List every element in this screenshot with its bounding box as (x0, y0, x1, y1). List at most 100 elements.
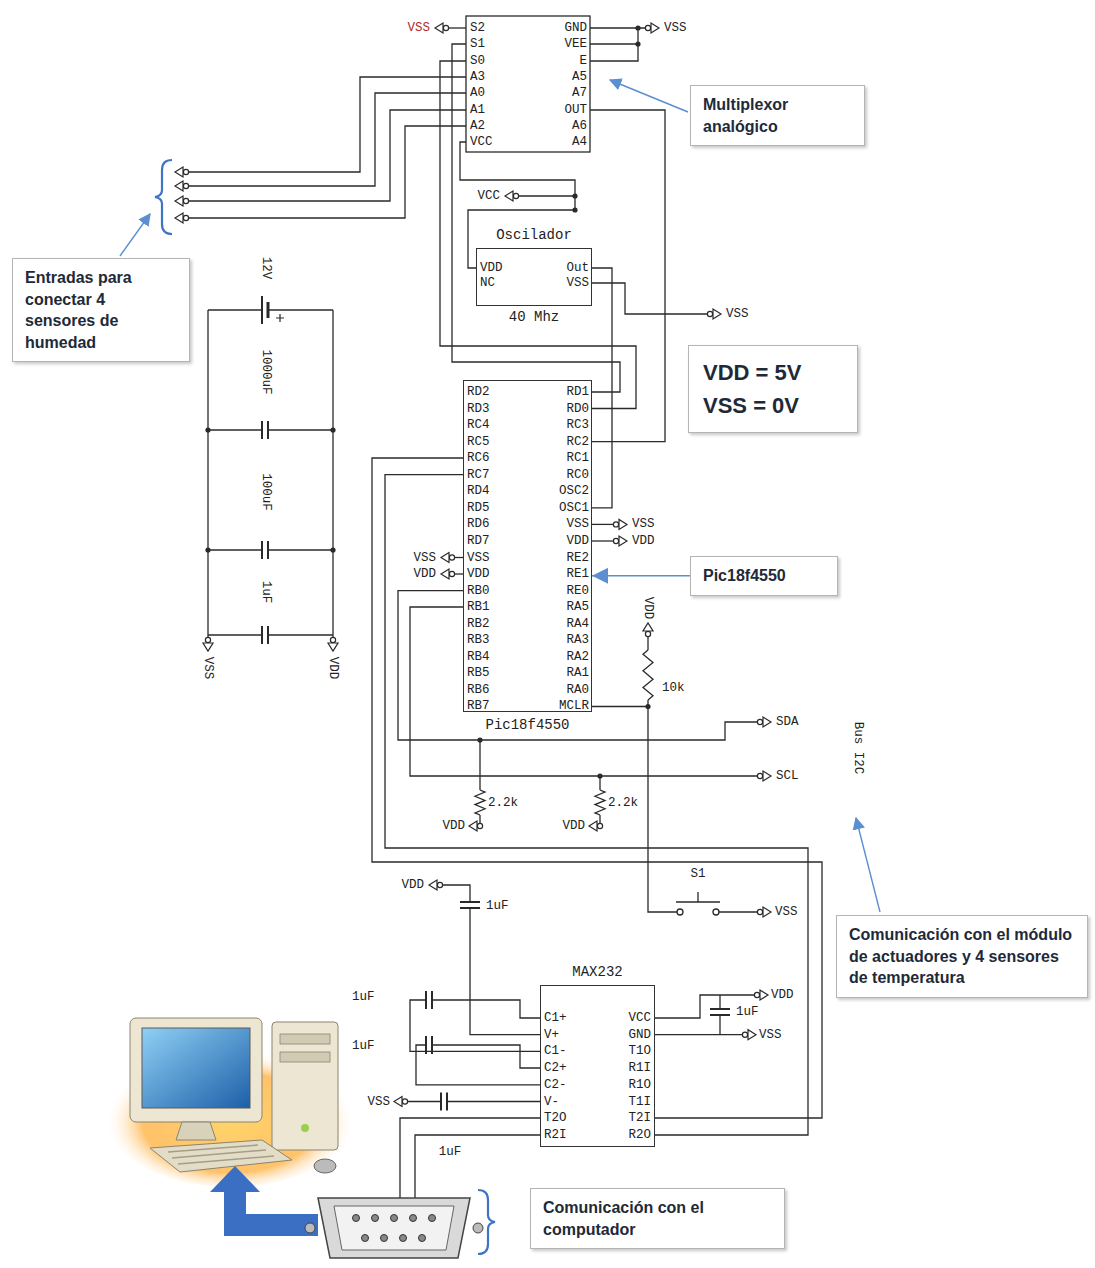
chip-name: 40 Mhz (457, 309, 611, 325)
capacitor-symbol (261, 421, 263, 439)
signal-label: 2.2k (608, 797, 638, 810)
terminal-symbol (643, 623, 653, 637)
pin-name: RA0 (566, 684, 589, 697)
signal-label: Bus I2C (852, 722, 865, 775)
terminal-symbol (175, 167, 189, 177)
signal-label: VSS (726, 308, 749, 321)
pin-name: NC (480, 277, 495, 290)
pin-name: A1 (470, 103, 485, 116)
pin-name: A0 (470, 87, 485, 100)
computer-illustration (130, 1018, 262, 1122)
junction-dot (635, 25, 640, 30)
chip-name: MAX232 (521, 964, 674, 980)
capacitor-symbol (426, 991, 432, 1009)
pin-name: RE1 (566, 568, 589, 581)
wires (408, 1101, 441, 1102)
terminal-symbol (505, 191, 513, 201)
junction-dot (635, 41, 640, 46)
wires (189, 16, 822, 1198)
pin-name: OSC2 (559, 485, 589, 498)
terminal-symbol (328, 643, 338, 651)
wires (719, 911, 757, 912)
pin-name: T1O (628, 1045, 651, 1058)
wires (452, 44, 620, 392)
capacitor-symbol (431, 991, 433, 1009)
junction-dot (477, 737, 482, 742)
wires (440, 61, 636, 409)
pin-name: RC6 (467, 452, 490, 465)
signal-label: 1uF (736, 1006, 759, 1019)
capacitor-symbol (261, 626, 263, 644)
wires (449, 27, 466, 28)
junction-dot (597, 773, 602, 778)
braces (478, 1190, 495, 1254)
symbols (175, 23, 771, 1242)
wires (590, 28, 638, 44)
terminal-symbol (613, 519, 627, 529)
signal-label: VSS (775, 906, 798, 919)
wires (432, 1045, 540, 1068)
terminal-symbol (175, 196, 183, 206)
wires (332, 310, 333, 640)
wires (648, 707, 677, 913)
db9-pin (429, 1215, 436, 1222)
leader-arrows (120, 80, 880, 912)
pin-name: RB7 (467, 700, 490, 713)
pin-name: VDD (566, 535, 589, 548)
wires (519, 195, 575, 196)
wires (208, 309, 262, 310)
pin-name: T2O (544, 1112, 567, 1125)
signal-label: SCL (776, 770, 799, 783)
signal-label: VDD (771, 989, 794, 1002)
terminal-symbol (183, 215, 188, 220)
signal-label: 100uF (260, 473, 273, 511)
wires (207, 310, 208, 640)
pin-name: RD1 (566, 386, 589, 399)
computer-illustration (105, 1018, 355, 1187)
wires (268, 549, 333, 550)
terminal-symbol (437, 882, 442, 887)
terminal-symbol (175, 213, 183, 223)
terminal-symbol (645, 25, 650, 30)
terminal-symbol (619, 519, 627, 529)
pin-name: T2I (628, 1112, 651, 1125)
wires (268, 429, 333, 430)
pin-name: RC0 (566, 469, 589, 482)
pin-name: A2 (470, 120, 485, 133)
terminal-symbol (757, 717, 771, 727)
pin-name: RB2 (467, 617, 490, 630)
wires (697, 892, 698, 902)
pin-name: R2I (544, 1129, 567, 1142)
pin-name: RC4 (467, 419, 490, 432)
pin-name: OSC1 (559, 502, 589, 515)
callout-text: Pic18f4550 (703, 565, 825, 587)
callout-text: Entradas para conectar 4 sensores de hum… (25, 267, 177, 353)
battery (276, 314, 284, 322)
wires (189, 110, 466, 201)
pin-name: R1I (628, 1062, 651, 1075)
terminal-symbol (402, 1099, 407, 1104)
db9-screw (473, 1223, 483, 1233)
wires (415, 1135, 540, 1198)
signal-label: VSS (407, 22, 430, 35)
pin-name: RE0 (566, 584, 589, 597)
pin-name: RA2 (566, 651, 589, 664)
junction-dot (572, 193, 577, 198)
db9-connector (318, 1198, 470, 1258)
resistor-symbol (475, 790, 485, 815)
terminal-symbol (645, 23, 659, 33)
pin-name: RA1 (566, 667, 589, 680)
capacitor-symbol (710, 1009, 730, 1015)
wires (599, 815, 600, 823)
braces (155, 160, 172, 234)
battery (262, 296, 284, 324)
wires (719, 1015, 720, 1035)
signal-label: VSS (759, 1028, 782, 1041)
pin-name: RC2 (566, 435, 589, 448)
signal-label: 1000uF (260, 349, 273, 394)
wires (416, 1045, 540, 1085)
pin-name: C1+ (544, 1012, 567, 1025)
terminal-symbol (330, 637, 335, 642)
callout-text: Comunicación con el módulo de actuadores… (849, 924, 1075, 989)
wires (447, 1101, 540, 1102)
